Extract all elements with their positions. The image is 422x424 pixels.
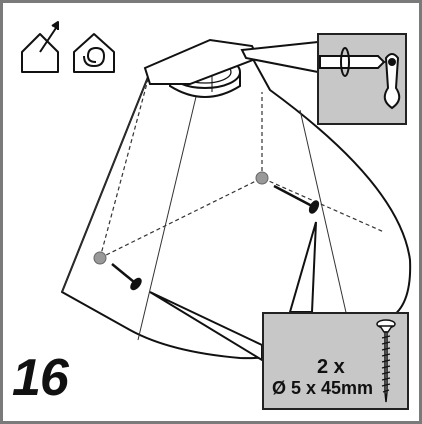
- screw-lower: [111, 263, 142, 291]
- keyhole-icon: [383, 53, 401, 110]
- hood-hidden-edges: [99, 71, 385, 259]
- drill-marks: [93, 171, 269, 265]
- fastener-quantity: 2 x: [317, 356, 345, 378]
- recirculation-icon: [73, 33, 115, 73]
- hood-edges: [61, 71, 351, 341]
- screw-upper: [273, 184, 320, 214]
- step-number: 16: [12, 349, 69, 407]
- ducted-exhaust-icon: [21, 21, 59, 73]
- fastener-spec-callout: 2 x Ø 5 x 45mm: [262, 312, 409, 410]
- screw-icon: [376, 319, 396, 403]
- fastener-dimension: Ø 5 x 45mm: [272, 378, 374, 398]
